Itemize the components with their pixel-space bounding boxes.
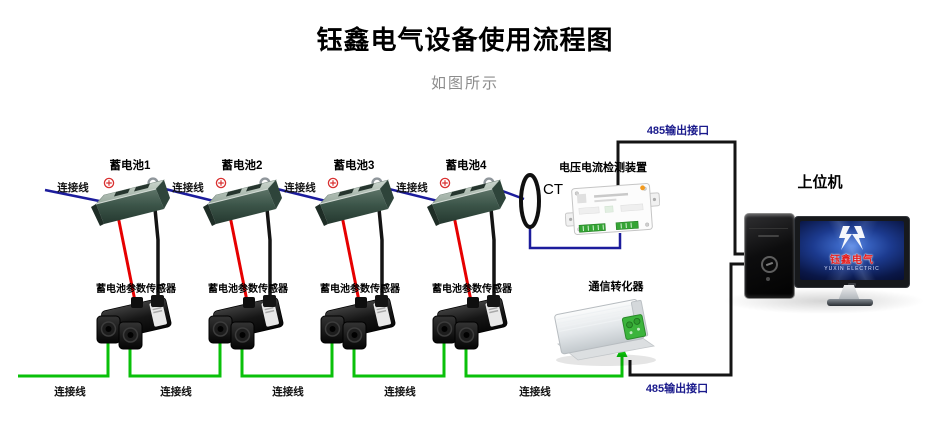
sensor-illustration [320,294,397,350]
computer-tower [744,213,795,299]
tower-panel-line [749,228,788,229]
sensor-2 [206,294,290,361]
connection-line-label: 连接线 [519,386,551,398]
monitor-base [827,299,873,306]
battery-1-label: 蓄电池1 [109,160,151,172]
rs485-wire-top [616,140,746,256]
green-bus-wires [18,343,624,378]
host-computer-label: 上位机 [797,174,843,191]
page-title: 钰鑫电气设备使用流程图 [316,25,614,55]
sensor-1-label: 蓄电池参数传感器 [96,284,176,295]
monitor-stand [838,285,860,301]
rs485-wire-bottom [628,262,746,377]
detector-illustration [564,183,661,235]
ct-label: CT [543,181,563,198]
connection-line-label: 连接线 [172,182,204,194]
sensor-illustration [432,294,509,350]
monitor-bezel-logo [848,283,856,286]
connection-line-label: 连接线 [272,386,304,398]
sensor-2-label: 蓄电池参数传感器 [208,284,288,295]
connection-line-label: 连接线 [284,182,316,194]
sensor-4 [430,294,514,361]
rs485-output-label-top: 485输出接口 [646,125,710,137]
tower-power-button [766,277,770,281]
connection-line-label: 连接线 [160,386,192,398]
computer-monitor: 钰鑫电气 YUXIN ELECTRIC [794,216,910,288]
tower-drive-slot [758,235,779,237]
sensor-3-label: 蓄电池参数传感器 [320,284,400,295]
sensor-illustration [96,294,173,350]
sensor-3 [318,294,402,361]
converter-illustration [554,299,656,366]
tower-brand-logo [761,256,778,273]
page-subtitle: 如图所示 [430,75,499,92]
sensor-1 [94,294,178,361]
brand-logo-icon [839,226,865,250]
detector-label: 电压电流检测装置 [559,162,647,174]
sensor-illustration [208,294,285,350]
communication-converter [548,294,663,375]
battery-4-label: 蓄电池4 [445,160,487,172]
converter-label: 通信转化器 [588,281,644,293]
voltage-current-detector [564,180,661,243]
monitor-brand-en: YUXIN ELECTRIC [824,266,880,272]
monitor-screen: 钰鑫电气 YUXIN ELECTRIC [800,221,904,280]
ct-ring [519,173,541,229]
battery-2-label: 蓄电池2 [221,160,263,172]
connection-line-label: 连接线 [57,182,89,194]
sensor-4-label: 蓄电池参数传感器 [432,284,512,295]
monitor-brand-cn: 钰鑫电气 [830,255,874,266]
connection-line-label: 连接线 [384,386,416,398]
battery-3-label: 蓄电池3 [333,160,375,172]
rs485-output-label-bottom: 485输出接口 [645,383,709,395]
connection-line-label: 连接线 [54,386,86,398]
connection-line-label: 连接线 [396,182,428,194]
